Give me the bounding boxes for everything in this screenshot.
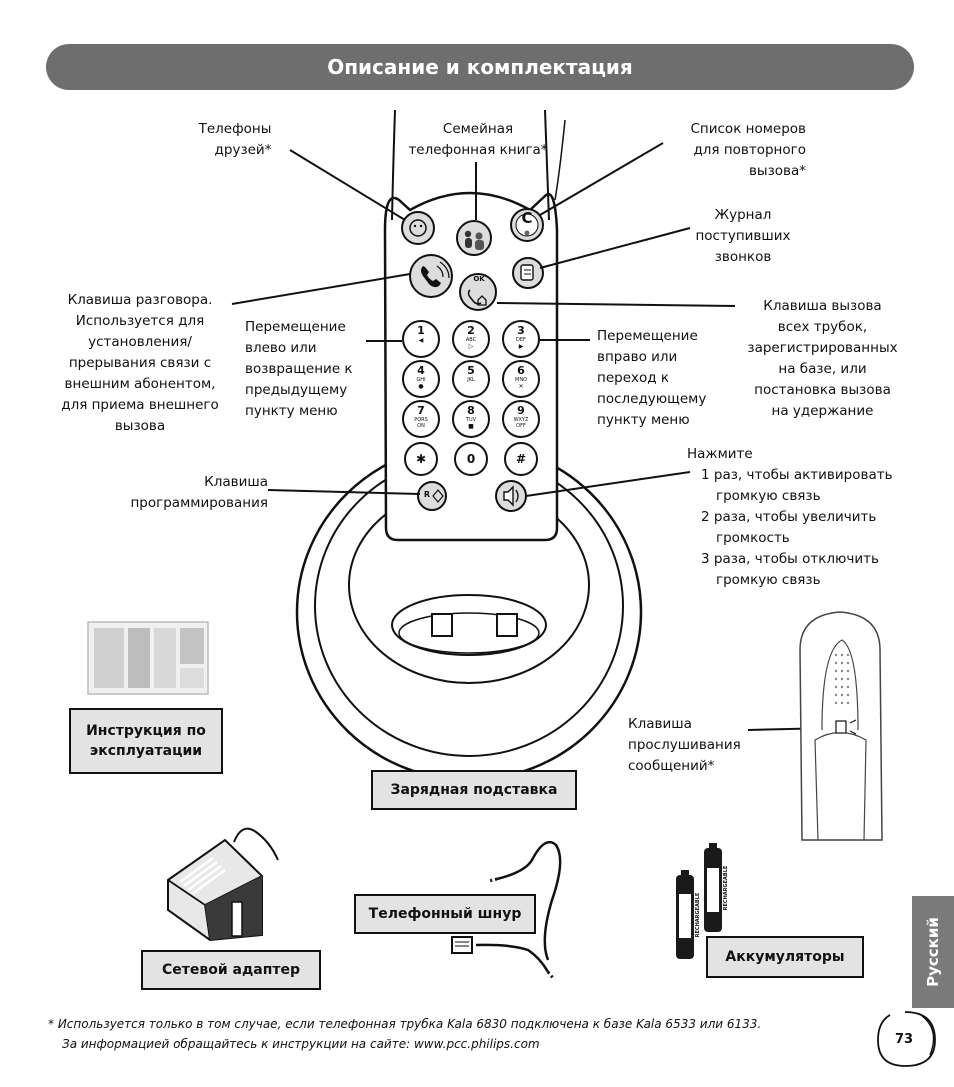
batteries-illustration xyxy=(676,843,722,959)
key-2[interactable]: 2 ABC ▷ xyxy=(452,320,490,358)
label-family-phonebook: Семейная телефонная книга* xyxy=(408,121,548,158)
label-friends: Телефоны друзей* xyxy=(198,121,272,158)
redial-button-shape xyxy=(510,208,544,242)
key-3[interactable]: 3 DEF ▶ xyxy=(502,320,540,358)
key-1[interactable]: 1 ◀ xyxy=(402,320,440,358)
key-4[interactable]: 4 GHI ● xyxy=(402,360,440,398)
adapter-illustration xyxy=(167,827,279,942)
key-7[interactable]: 7 PQRS ON xyxy=(402,400,440,438)
label-page-all-handsets: Клавиша вызова всех трубок, зарегистриро… xyxy=(747,298,898,419)
key-6[interactable]: 6 MNO ✕ xyxy=(502,360,540,398)
label-navigate-right: Перемещение вправо или переход к последу… xyxy=(597,328,707,428)
leader-lines xyxy=(231,142,833,731)
label-programming-key: Клавиша программирования xyxy=(130,474,268,511)
family-button-shape xyxy=(456,220,492,256)
item-manual: Инструкция по эксплуатации xyxy=(69,708,223,774)
manual-illustration xyxy=(87,621,209,695)
key-8[interactable]: 8 TUV ■ xyxy=(452,400,490,438)
cord-illustration xyxy=(451,840,562,979)
footnote-line-1: * Используется только в том случае, если… xyxy=(48,1017,762,1031)
item-cord: Телефонный шнур xyxy=(354,894,536,934)
call-log-button-shape xyxy=(512,257,544,289)
label-talk-key: Клавиша разговора. Используется для уста… xyxy=(61,292,219,434)
item-batteries: Аккумуляторы xyxy=(706,936,864,978)
key-5[interactable]: 5 JKL xyxy=(452,360,490,398)
ok-intercom-button-shape xyxy=(459,273,497,311)
battery-label-2: RECHARGEABLE xyxy=(723,865,729,911)
charge-contact-right xyxy=(496,613,518,637)
label-message-key: Клавиша прослушивания сообщений* xyxy=(628,716,741,774)
battery-label-1: RECHARGEABLE xyxy=(695,892,701,938)
programming-button-shape xyxy=(417,481,447,511)
friends-button-shape xyxy=(401,211,435,245)
key-hash[interactable]: # xyxy=(504,442,538,476)
page-title: Описание и комплектация xyxy=(46,44,914,90)
speaker-button-shape xyxy=(495,480,527,512)
programming-button-label: R xyxy=(423,490,431,499)
key-9[interactable]: 9 WXYZ OFF xyxy=(502,400,540,438)
redial-button-label: C xyxy=(521,209,533,227)
label-navigate-left: Перемещение влево или возвращение к пред… xyxy=(245,319,353,419)
handset-side-illustration xyxy=(799,611,883,841)
charger-cradle xyxy=(391,594,547,656)
item-adapter: Сетевой адаптер xyxy=(141,950,321,990)
label-speaker-key: Нажмите 1 раз, чтобы активировать громку… xyxy=(687,446,893,588)
key-star[interactable]: ✱ xyxy=(404,442,438,476)
talk-button-shape xyxy=(409,254,453,298)
label-call-log: Журнал поступивших звонков xyxy=(695,207,791,265)
page-number: 73 xyxy=(894,1031,914,1047)
keypad: 1 ◀ 2 ABC ▷ 3 DEF ▶ 4 GHI ● 5 JKL 6 MNO … xyxy=(402,320,544,476)
language-tab: Русский xyxy=(912,896,954,1008)
ok-button-label: OK xyxy=(473,275,485,283)
label-redial-list: Список номеров для повторного вызова* xyxy=(690,121,806,179)
item-charger: Зарядная подставка xyxy=(371,770,577,810)
footnote-line-2: За информацией обращайтесь к инструкции … xyxy=(62,1037,540,1051)
key-0[interactable]: 0 xyxy=(454,442,488,476)
charge-contact-left xyxy=(431,613,453,637)
